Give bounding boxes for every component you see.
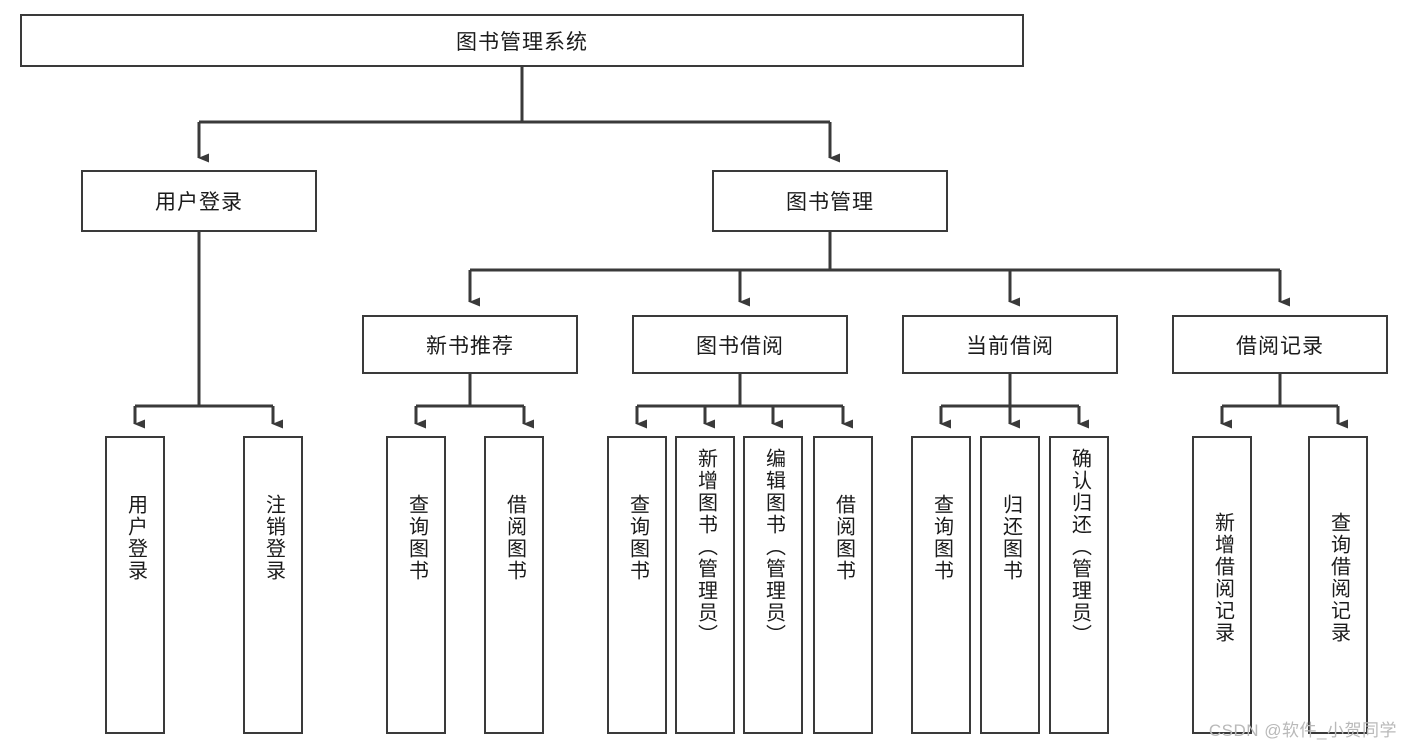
node-label: 借阅图书 [503,494,526,582]
node-label: 确认归还（管理员） [1068,448,1091,646]
node-label: 当前借阅 [966,334,1054,358]
node-label: 查询借阅记录 [1327,512,1350,644]
node-label: 借阅图书 [832,494,855,582]
leaf-query-book-2[interactable]: 查询图书 [607,436,667,734]
node-label: 借阅记录 [1236,334,1324,358]
leaf-add-record[interactable]: 新增借阅记录 [1192,436,1252,734]
leaf-query-book-1[interactable]: 查询图书 [386,436,446,734]
node-label: 用户登录 [124,494,147,582]
leaf-user-login[interactable]: 用户登录 [105,436,165,734]
leaf-query-record[interactable]: 查询借阅记录 [1308,436,1368,734]
node-label: 用户登录 [155,191,243,214]
node-label: 图书管理系统 [456,30,588,54]
node-label: 查询图书 [626,494,649,582]
node-label: 图书管理 [786,191,874,214]
node-book-borrow[interactable]: 图书借阅 [632,315,848,374]
csdn-watermark: CSDN @软件_小贺同学 [1208,721,1397,740]
node-current-borrow[interactable]: 当前借阅 [902,315,1118,374]
node-label: 查询图书 [930,494,953,582]
node-label: 新增图书（管理员） [694,448,717,646]
leaf-borrow-book-1[interactable]: 借阅图书 [484,436,544,734]
node-label: 新书推荐 [426,334,514,358]
leaf-confirm-return[interactable]: 确认归还（管理员） [1049,436,1109,734]
node-label: 注销登录 [262,494,285,582]
node-book-management-system[interactable]: 图书管理系统 [20,14,1024,67]
node-label: 编辑图书（管理员） [762,448,785,646]
leaf-edit-book[interactable]: 编辑图书（管理员） [743,436,803,734]
node-new-book-recommend[interactable]: 新书推荐 [362,315,578,374]
node-label: 归还图书 [999,494,1022,582]
node-label: 新增借阅记录 [1211,512,1234,644]
node-book-manage[interactable]: 图书管理 [712,170,948,232]
leaf-return-book[interactable]: 归还图书 [980,436,1040,734]
leaf-add-book[interactable]: 新增图书（管理员） [675,436,735,734]
node-label: 查询图书 [405,494,428,582]
leaf-borrow-book-2[interactable]: 借阅图书 [813,436,873,734]
node-label: 图书借阅 [696,334,784,358]
leaf-logout-login[interactable]: 注销登录 [243,436,303,734]
node-user-login[interactable]: 用户登录 [81,170,317,232]
node-borrow-record[interactable]: 借阅记录 [1172,315,1388,374]
leaf-query-book-3[interactable]: 查询图书 [911,436,971,734]
